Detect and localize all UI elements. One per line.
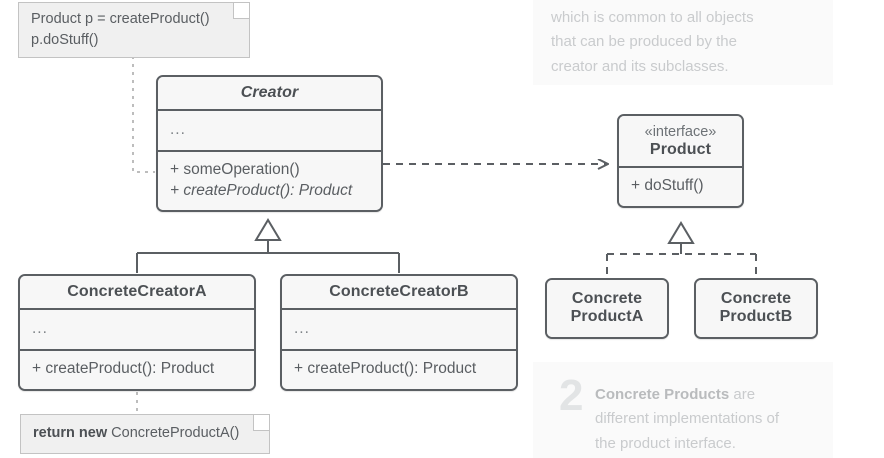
note-creator-operation: Product p = createProduct() p.doStuff() [18, 2, 250, 59]
creator-class-name: Creator [240, 84, 299, 101]
note-line-2: p.doStuff() [31, 31, 99, 48]
concreteproducta-class-name-line2: ProductA [570, 308, 644, 325]
class-box-product[interactable]: «interface» Product + doStuff() [617, 114, 744, 208]
caption-block-two: 2 Concrete Products are different implem… [533, 362, 833, 458]
link-note-to-creator [132, 48, 155, 173]
caption-number-2: 2 [559, 371, 584, 420]
note-line-1: Product p = createProduct() [31, 11, 210, 27]
concretecreatorb-attributes-compartment: ... [282, 308, 516, 350]
concretecreatorb-title-compartment: ConcreteCreatorB [282, 276, 516, 308]
link-realization-product [606, 221, 757, 278]
caption-two-rest: are different implementations of the pro… [595, 386, 779, 452]
creator-title-compartment: Creator [158, 77, 381, 109]
creator-method-someoperation: + someOperation() [170, 161, 300, 179]
concretecreatora-attributes: ... [32, 320, 48, 337]
caption-top-text: which is common to all objects that can … [551, 6, 803, 79]
product-stereotype: «interface» [644, 124, 717, 140]
caption-block-top: which is common to all objects that can … [533, 0, 833, 85]
concreteproductb-class-name-line2: ProductB [719, 308, 793, 325]
caption-two-text: Concrete Products are different implemen… [595, 383, 803, 456]
product-title-compartment: «interface» Product [619, 116, 742, 167]
note-return-expression: ConcreteProductA() [107, 425, 240, 441]
caption-top-line-1: which is common to all objects [551, 9, 754, 26]
note-fold-corner-2 [253, 415, 269, 431]
concreteproducta-title-compartment: Concrete ProductA [547, 280, 667, 337]
class-box-concreteproductb[interactable]: Concrete ProductB [694, 278, 818, 339]
concretecreatorb-methods-compartment: + createProduct(): Product [282, 349, 516, 389]
product-methods-compartment: + doStuff() [619, 166, 742, 206]
note-keyword-return-new: return new [33, 425, 108, 441]
concretecreatora-class-name: ConcreteCreatorA [67, 283, 207, 300]
caption-top-line-3: creator and its subclasses. [551, 57, 729, 75]
concretecreatora-title-compartment: ConcreteCreatorA [20, 276, 254, 308]
creator-methods-compartment: + someOperation() + createProduct(): Pro… [158, 150, 381, 210]
caption-two-bold-term: Concrete Products [595, 386, 730, 403]
link-generalization-creator [136, 218, 400, 273]
concreteproducta-class-name-line1: Concrete [571, 290, 643, 307]
concreteproductb-title-compartment: Concrete ProductB [696, 280, 816, 337]
class-box-concreteproducta[interactable]: Concrete ProductA [545, 278, 669, 339]
concreteproductb-class-name-line1: Concrete [720, 290, 792, 307]
product-method-dostuff: + doStuff() [631, 177, 704, 195]
concretecreatorb-method-createproduct: + createProduct(): Product [294, 360, 477, 378]
creator-attributes: ... [170, 121, 186, 138]
concretecreatora-attributes-compartment: ... [20, 308, 254, 350]
creator-attributes-compartment: ... [158, 109, 381, 151]
concretecreatora-method-createproduct: + createProduct(): Product [32, 360, 215, 378]
caption-top-line-2: that can be produced by the [551, 33, 737, 51]
concretecreatorb-attributes: ... [294, 320, 310, 337]
class-box-concretecreatora[interactable]: ConcreteCreatorA ... + createProduct(): … [18, 274, 256, 391]
concretecreatorb-class-name: ConcreteCreatorB [329, 283, 469, 300]
note-fold-corner [233, 3, 249, 19]
product-class-name: Product [649, 141, 712, 159]
creator-method-createproduct: + createProduct(): Product [170, 181, 353, 199]
class-box-concretecreatorb[interactable]: ConcreteCreatorB ... + createProduct(): … [280, 274, 518, 391]
class-box-creator[interactable]: Creator ... + someOperation() + createPr… [156, 75, 383, 212]
concretecreatora-methods-compartment: + createProduct(): Product [20, 349, 254, 389]
note-concrete-creator-return: return new ConcreteProductA() [20, 414, 270, 454]
